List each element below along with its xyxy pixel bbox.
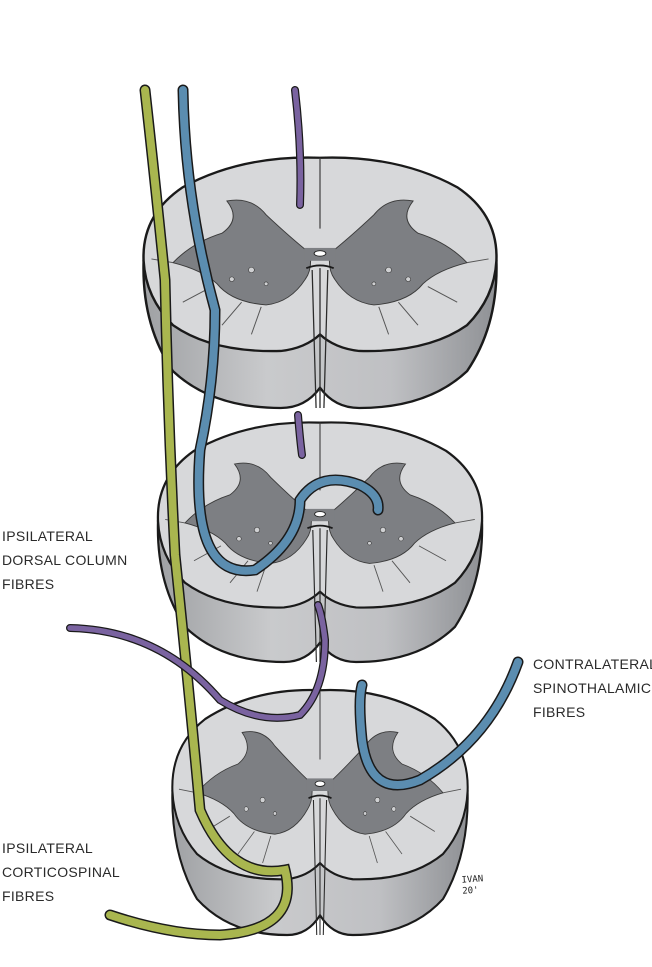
label-corticospinal-fibres: IPSILATERAL CORTICOSPINAL FIBRES (2, 836, 120, 908)
artist-signature: IVAN 20' (461, 874, 484, 897)
label-spinothalamic-fibres: CONTRALATERAL SPINOTHALAMIC FIBRES (533, 652, 652, 724)
signature-line: IVAN (461, 874, 484, 886)
label-line: DORSAL COLUMN (2, 552, 128, 568)
label-dorsal-column-fibres: IPSILATERAL DORSAL COLUMN FIBRES (2, 524, 128, 596)
label-line: FIBRES (2, 888, 55, 904)
label-line: SPINOTHALAMIC (533, 680, 652, 696)
signature-line: 20' (462, 885, 479, 897)
label-line: IPSILATERAL (2, 528, 93, 544)
label-line: CORTICOSPINAL (2, 864, 120, 880)
label-line: CONTRALATERAL (533, 656, 652, 672)
label-line: FIBRES (533, 704, 586, 720)
label-line: FIBRES (2, 576, 55, 592)
spinal-segment-lower (171, 688, 469, 937)
label-line: IPSILATERAL (2, 840, 93, 856)
